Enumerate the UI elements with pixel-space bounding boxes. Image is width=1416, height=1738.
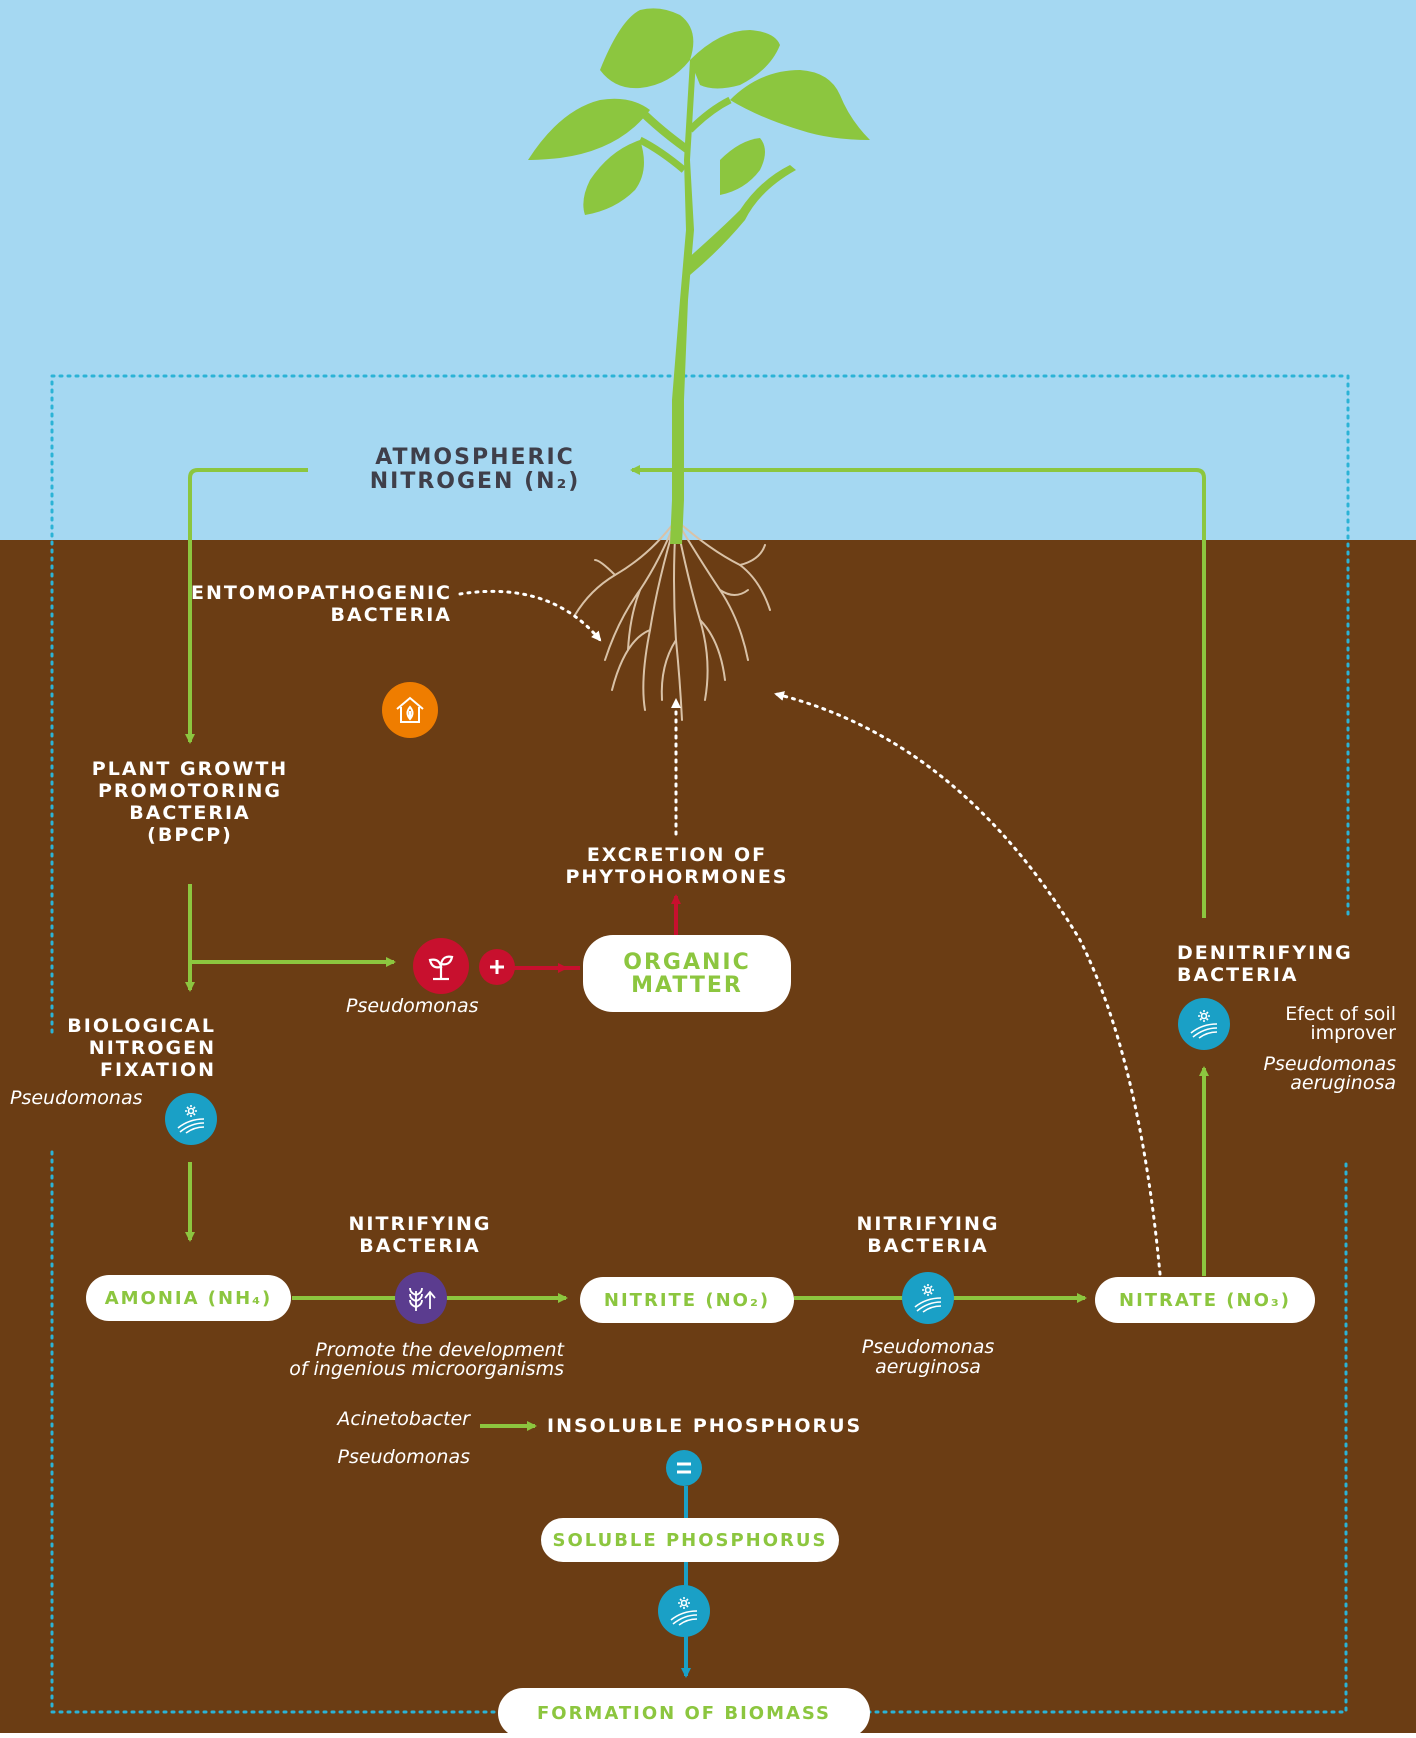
entomopathogenic-label: ENTOMOPATHOGENIC BACTERIA	[180, 582, 452, 626]
plus-icon	[479, 949, 515, 985]
pgpb-line2: PROMOTORING	[97, 780, 283, 802]
white-dotted-arrows	[458, 589, 1162, 1276]
denitrifying-species-line1: Pseudomonas	[1263, 1053, 1397, 1075]
nitrifying-2-label: NITRIFYING BACTERIA	[828, 1213, 1028, 1257]
roots	[574, 519, 771, 721]
soluble-phosphorus-pill: SOLUBLE PHOSPHORUS	[541, 1518, 839, 1562]
atmospheric-line1: ATMOSPHERIC	[375, 445, 575, 470]
biomass-label: FORMATION OF BIOMASS	[536, 1702, 832, 1724]
nitrifying-2-line2: BACTERIA	[867, 1235, 989, 1257]
denitrifying-label: DENITRIFYING BACTERIA	[1177, 942, 1357, 986]
nitrifying-2-species-line1: Pseudomonas	[861, 1336, 995, 1358]
entomopathogenic-line2: BACTERIA	[330, 604, 452, 626]
phytohormones-line1: EXCRETION OF	[586, 844, 768, 866]
pgpb-label: PLANT GROWTH PROMOTORING BACTERIA (BPCP)	[80, 758, 300, 846]
sky-background	[0, 0, 1416, 540]
nitrite-pill: NITRITE (NO₂)	[580, 1277, 794, 1323]
green-connectors	[185, 465, 1209, 1431]
organic-matter-line1: ORGANIC	[623, 949, 751, 975]
denitrifying-effect-line2: improver	[1310, 1022, 1396, 1044]
pseudomonas-phosphorus-label: Pseudomonas	[337, 1446, 471, 1468]
bnf-line2: NITROGEN	[88, 1037, 216, 1059]
dotted-frame	[50, 374, 1350, 1714]
soil-sun-icon	[165, 1093, 217, 1145]
denitrifying-effect-line1: Efect of soil	[1285, 1003, 1396, 1025]
entomopathogenic-line1: ENTOMOPATHOGENIC	[191, 582, 452, 604]
soil-sun-icon	[1178, 998, 1230, 1050]
acinetobacter-label: Acinetobacter	[337, 1408, 470, 1430]
amonia-label: AMONIA (NH₄)	[104, 1287, 273, 1309]
nitrifying-1-label: NITRIFYING BACTERIA	[320, 1213, 520, 1257]
denitrifying-line2: BACTERIA	[1177, 964, 1299, 986]
bnf-line3: FIXATION	[99, 1059, 216, 1081]
nitrifying-1-line1: NITRIFYING	[348, 1213, 492, 1235]
soil-sun-icon	[902, 1272, 954, 1324]
bnf-species-label: Pseudomonas	[10, 1087, 143, 1109]
house-leaf-icon	[382, 682, 438, 738]
nitrifying-1-note: Promote the development of ingenious mic…	[270, 1341, 564, 1379]
biomass-pill: FORMATION OF BIOMASS	[498, 1688, 870, 1738]
nitrifying-2-line1: NITRIFYING	[856, 1213, 1000, 1235]
red-connectors	[512, 894, 681, 973]
bnf-line1: BIOLOGICAL	[67, 1015, 216, 1037]
nitrifying-2-species-line2: aeruginosa	[875, 1356, 981, 1378]
phytohormones-line2: PHYTOHORMONES	[565, 866, 789, 888]
bnf-label: BIOLOGICAL NITROGEN FIXATION	[40, 1015, 216, 1081]
nitrifying-1-note-line1: Promote the development	[315, 1339, 564, 1361]
nitrifying-2-species: Pseudomonas aeruginosa	[828, 1337, 1028, 1377]
denitrifying-species-line2: aeruginosa	[1290, 1072, 1396, 1094]
soluble-phosphorus-label: SOLUBLE PHOSPHORUS	[552, 1529, 828, 1551]
denitrifying-species: Pseudomonas aeruginosa	[1264, 1055, 1397, 1093]
organic-matter-pill: ORGANIC MATTER	[583, 935, 791, 1012]
pgpb-line3: BACTERIA	[129, 802, 251, 824]
atmospheric-nitrogen-label: ATMOSPHERIC NITROGEN (N₂)	[340, 446, 610, 494]
equals-icon	[666, 1450, 702, 1486]
atmospheric-line2: NITROGEN (N₂)	[369, 469, 581, 494]
soil-sun-icon	[658, 1585, 710, 1637]
nitrifying-1-line2: BACTERIA	[359, 1235, 481, 1257]
denitrifying-effect: Efect of soil improver	[1285, 1005, 1396, 1043]
sprout-icon	[413, 938, 469, 994]
plant-illustration	[528, 8, 870, 721]
insoluble-phosphorus-label: INSOLUBLE PHOSPHORUS	[547, 1415, 863, 1437]
amonia-pill: AMONIA (NH₄)	[86, 1275, 291, 1321]
nitrite-label: NITRITE (NO₂)	[603, 1289, 771, 1311]
pgpb-line4: (BPCP)	[147, 824, 233, 846]
denitrifying-line1: DENITRIFYING	[1177, 942, 1353, 964]
nitrate-label: NITRATE (NO₃)	[1119, 1289, 1291, 1311]
phytohormones-label: EXCRETION OF PHYTOHORMONES	[560, 844, 794, 888]
organic-matter-line2: MATTER	[631, 972, 743, 998]
nitrate-pill: NITRATE (NO₃)	[1095, 1277, 1315, 1323]
pseudomonas-sprout-label: Pseudomonas	[346, 995, 479, 1017]
nitrifying-1-note-line2: of ingenious microorganisms	[289, 1358, 564, 1380]
wheat-arrow-icon	[395, 1272, 447, 1324]
pgpb-line1: PLANT GROWTH	[91, 758, 289, 780]
